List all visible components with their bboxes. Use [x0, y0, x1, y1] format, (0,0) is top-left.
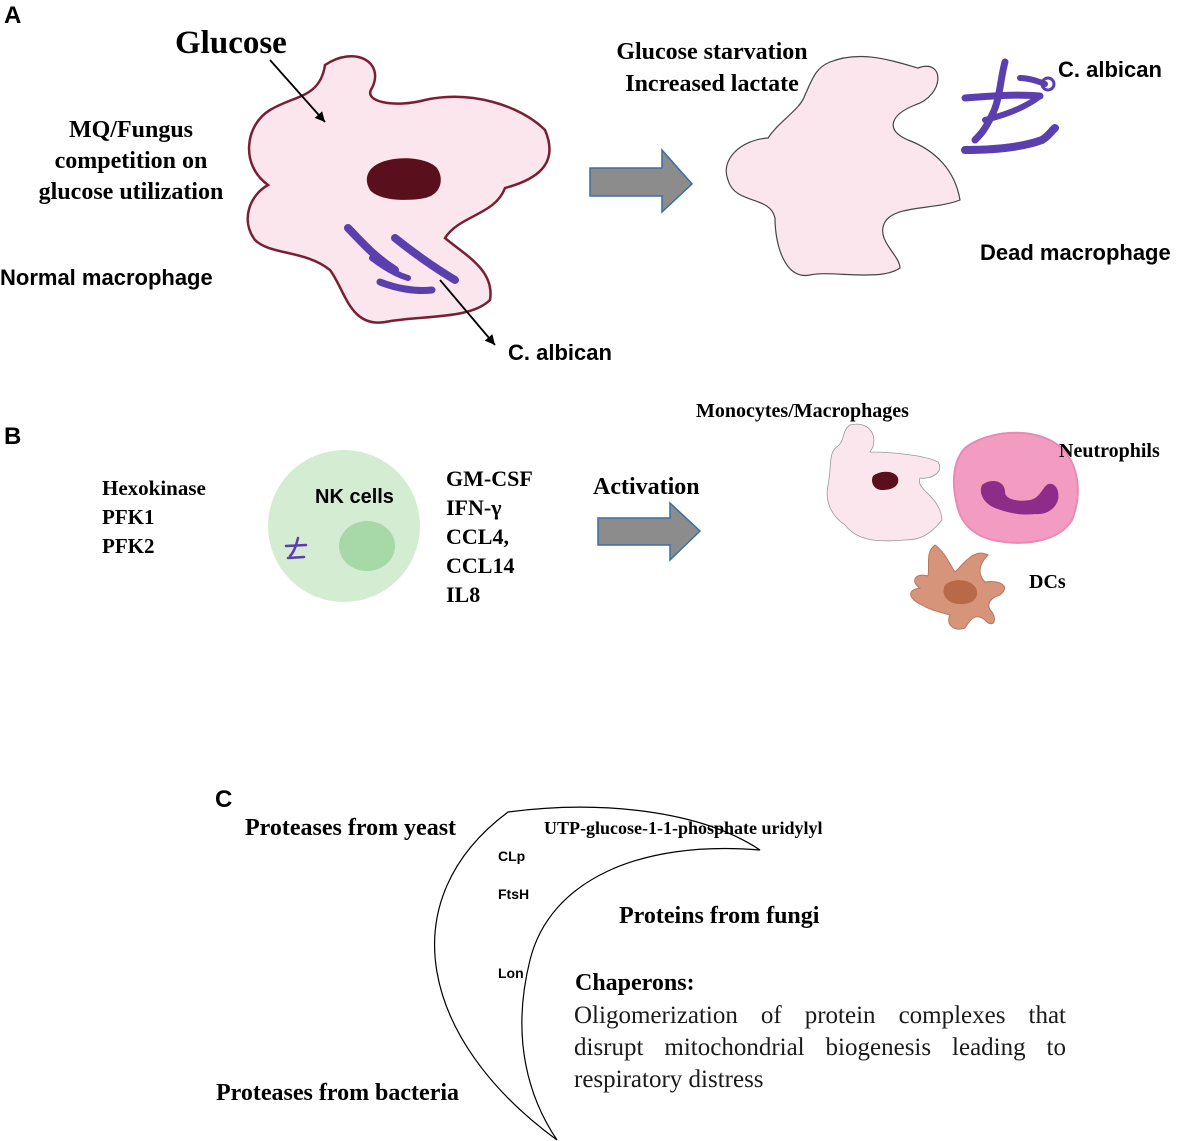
proteases-yeast-label: Proteases from yeast	[245, 815, 457, 841]
nk-cell	[268, 450, 420, 602]
nk-cell-nucleus	[339, 521, 395, 571]
enzyme-pfk1: PFK1	[102, 505, 155, 529]
transition-arrow-a	[589, 148, 694, 214]
panel-label-a: A	[4, 2, 22, 29]
c-albican-pointer-arrow	[439, 279, 496, 346]
monocytes-label: Monocytes/Macrophages	[696, 400, 909, 422]
clp-label: CLp	[498, 848, 526, 864]
crescent-shape	[434, 806, 761, 1141]
neutrophil-cell	[952, 431, 1079, 544]
enzyme-pfk2: PFK2	[102, 534, 155, 558]
chaperons-line-3: respiratory distress	[574, 1066, 764, 1093]
chaperons-title: Chaperons:	[575, 970, 695, 996]
neutrophils-label: Neutrophils	[1059, 440, 1160, 462]
dead-macrophage-label: Dead macrophage	[980, 240, 1171, 265]
chaperons-line-1: Oligomerization of protein complexes tha…	[574, 1002, 1066, 1029]
starvation-line-1: Glucose starvation	[616, 39, 808, 65]
competition-line-1: MQ/Fungus	[68, 117, 194, 143]
glucose-label: Glucose	[175, 25, 287, 61]
proteases-bacteria-label: Proteases from bacteria	[216, 1080, 460, 1106]
cytokine-ifn-gamma: IFN-γ	[446, 495, 502, 520]
utp-label: UTP-glucose-1-1-phosphate uridylyl	[544, 818, 823, 838]
neutrophil-nucleus	[980, 480, 1059, 515]
starvation-label: Glucose starvation Increased lactate	[598, 36, 826, 100]
panel-label-b: B	[4, 423, 22, 450]
cytokine-ccl4: CCL4,	[446, 524, 509, 549]
normal-macrophage-label: Normal macrophage	[0, 265, 213, 290]
dcs-label: DCs	[1029, 571, 1066, 593]
c-albican-hyphae-outside	[961, 58, 1059, 154]
monocyte-nucleus	[872, 471, 899, 490]
chaperons-description: Oligomerization of protein complexes tha…	[574, 1000, 1066, 1096]
enzyme-hexokinase: Hexokinase	[102, 476, 206, 500]
c-albican-bottom-label: C. albican	[508, 340, 612, 365]
glucose-pointer-arrow	[269, 59, 326, 123]
competition-line-2: competition on	[54, 148, 208, 174]
cytokine-gm-csf: GM-CSF	[446, 466, 533, 491]
proteins-fungi-label: Proteins from fungi	[619, 903, 820, 929]
cytokine-il8: IL8	[446, 582, 481, 607]
panel-label-c: C	[215, 786, 233, 813]
nk-cells-label: NK cells	[315, 486, 394, 508]
starvation-line-2: Increased lactate	[625, 71, 799, 97]
dendritic-cell-nucleus	[943, 580, 978, 605]
c-albican-right-label: C. albican	[1058, 57, 1162, 82]
competition-line-3: glucose utilization	[38, 179, 224, 205]
enzyme-list: Hexokinase PFK1 PFK2	[102, 474, 206, 561]
fungus-tip-circle	[1040, 76, 1056, 92]
chaperons-line-2: disrupt mitochondrial biogenesis leading…	[574, 1034, 1066, 1061]
activation-arrow	[597, 501, 702, 562]
ftsh-label: FtsH	[498, 886, 530, 902]
cytokine-list: GM-CSF IFN-γ CCL4, CCL14 IL8	[446, 464, 533, 609]
nk-cell-fungus	[284, 536, 308, 560]
activation-label: Activation	[593, 474, 700, 500]
c-albican-hyphae-inside	[344, 224, 459, 294]
dead-macrophage-cell	[725, 55, 961, 276]
macrophage-nucleus	[366, 158, 441, 200]
cytokine-ccl14: CCL14	[446, 553, 515, 578]
competition-label: MQ/Fungus competition on glucose utiliza…	[0, 115, 262, 208]
lon-label: Lon	[498, 965, 524, 981]
